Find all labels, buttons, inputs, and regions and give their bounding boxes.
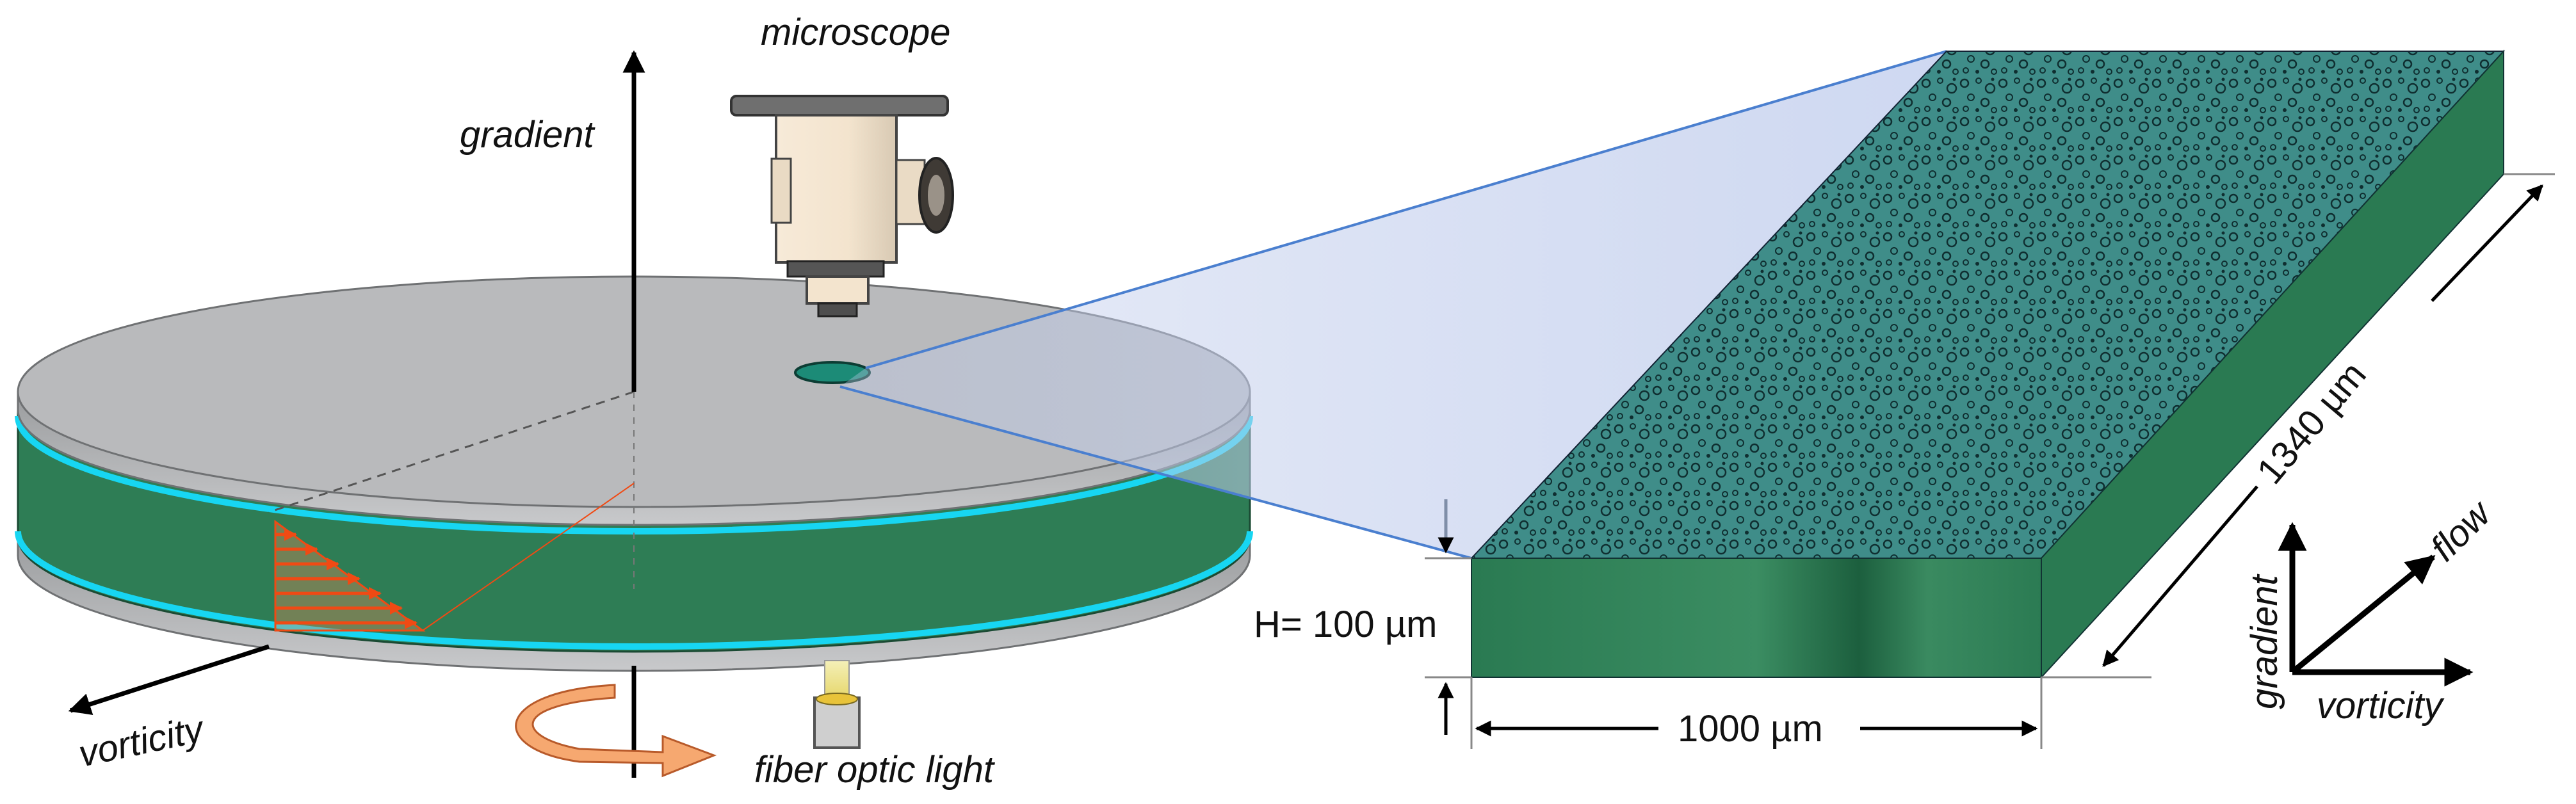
length-arrow-top: [2431, 184, 2543, 302]
microscope-label: microscope: [761, 12, 951, 53]
gradient-label: gradient: [460, 114, 595, 156]
length-arrow-bottom: [2102, 485, 2258, 667]
sample-front-face: [1471, 558, 2042, 678]
microscope-icon: [730, 95, 954, 318]
width-label: 1000 µm: [1678, 708, 1823, 750]
vorticity-axis: [68, 644, 270, 715]
axis-legend-vorticity: vorticity: [2317, 685, 2445, 727]
cyan-line-lower: [15, 531, 1253, 650]
zoom-line-top: [865, 50, 1947, 369]
velocity-profile: [274, 483, 635, 632]
dashed-radius: [268, 390, 635, 513]
zoom-line-bottom: [839, 385, 1472, 559]
vorticity-label: vorticity: [75, 708, 209, 775]
axis-legend-gradient: gradient: [2244, 574, 2285, 709]
fiber-optic-light-icon: [813, 660, 861, 749]
fiber-optic-light-label: fiber optic light: [754, 749, 996, 791]
axes-legend: [2278, 522, 2474, 687]
height-label: H= 100 µm: [1254, 604, 1438, 645]
zoom-cone: [840, 51, 1947, 558]
axis-legend-flow: flow: [2422, 492, 2500, 569]
rotation-arrow-icon: [515, 684, 717, 778]
